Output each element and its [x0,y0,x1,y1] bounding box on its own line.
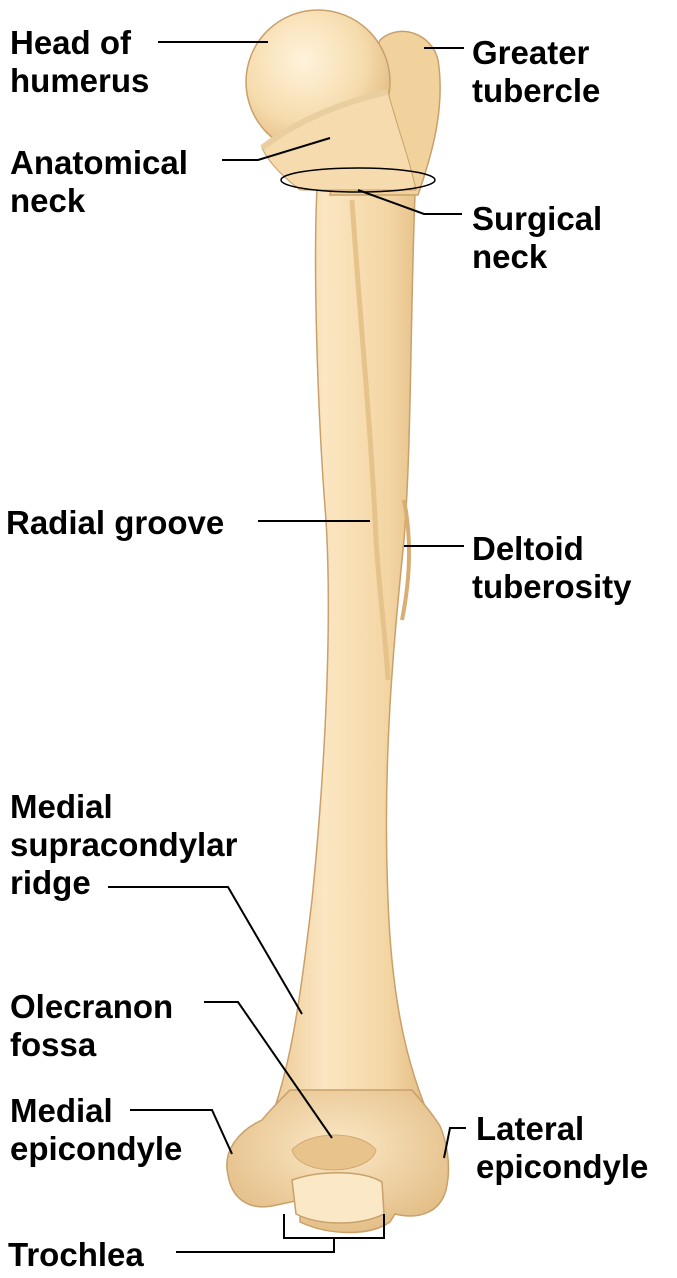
label-head-of-humerus-line1: Head of [10,24,149,62]
label-greater-tubercle-line1: Greater [472,34,600,72]
humerus-shaft [262,170,440,1140]
label-anatomical-neck: Anatomical neck [10,144,188,220]
label-medial-epicondyle-line1: Medial [10,1092,182,1130]
label-radial-groove: Radial groove [6,504,224,542]
label-head-of-humerus-line2: humerus [10,62,149,100]
label-head-of-humerus: Head of humerus [10,24,149,100]
label-olecranon-fossa-line2: fossa [10,1026,173,1064]
label-lateral-epicondyle-line2: epicondyle [476,1148,648,1186]
label-olecranon-fossa-line1: Olecranon [10,988,173,1026]
label-anatomical-neck-line1: Anatomical [10,144,188,182]
label-medial-epicondyle: Medial epicondyle [10,1092,182,1168]
label-radial-groove-line1: Radial groove [6,504,224,542]
label-greater-tubercle-line2: tubercle [472,72,600,110]
label-deltoid-tuberosity-line2: tuberosity [472,568,632,606]
label-medial-supracondylar-ridge-line2: supracondylar [10,826,237,864]
label-medial-supracondylar-ridge: Medial supracondylar ridge [10,788,237,902]
label-olecranon-fossa: Olecranon fossa [10,988,173,1064]
label-lateral-epicondyle-line1: Lateral [476,1110,648,1148]
label-medial-epicondyle-line2: epicondyle [10,1130,182,1168]
label-surgical-neck-line1: Surgical [472,200,602,238]
label-surgical-neck-line2: neck [472,238,602,276]
label-trochlea-line1: Trochlea [8,1236,144,1274]
trochlea-shape [292,1173,384,1223]
label-anatomical-neck-line2: neck [10,182,188,220]
label-medial-supracondylar-ridge-line1: Medial [10,788,237,826]
label-surgical-neck: Surgical neck [472,200,602,276]
label-medial-supracondylar-ridge-line3: ridge [10,864,237,902]
label-greater-tubercle: Greater tubercle [472,34,600,110]
label-deltoid-tuberosity-line1: Deltoid [472,530,632,568]
label-deltoid-tuberosity: Deltoid tuberosity [472,530,632,606]
label-trochlea: Trochlea [8,1236,144,1274]
label-lateral-epicondyle: Lateral epicondyle [476,1110,648,1186]
